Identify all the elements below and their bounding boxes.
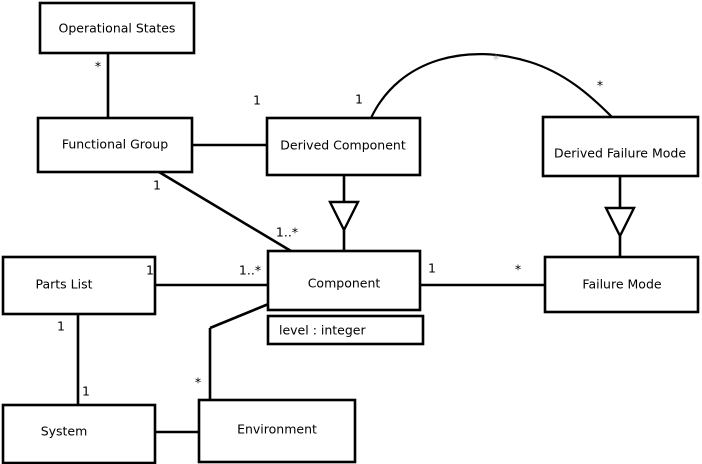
class-box-derived-failure-mode[interactable]: Derived Failure Mode [541, 115, 700, 178]
class-rect-derived-failure-mode [541, 115, 700, 178]
class-name-failure-mode: Failure Mode [582, 277, 661, 292]
class-box-environment[interactable]: Environment [197, 398, 357, 464]
multiplicity-functionalgroup-component-target: 1..* [276, 225, 298, 240]
multiplicity-opstates-star: * [95, 59, 101, 74]
class-attribute-compartment-component [266, 314, 425, 346]
multiplicity-component-failuremode-source: 1 [428, 261, 436, 276]
class-name-functional-group: Functional Group [62, 137, 168, 152]
class-name-system: System [41, 424, 88, 439]
multiplicity-derivedcomponent-arc: 1 [355, 92, 363, 107]
class-name-component: Component [308, 276, 381, 291]
multiplicity-partslist-system-top: 1 [57, 319, 65, 334]
multiplicity-partslist-component-source: 1 [146, 263, 154, 278]
class-name-derived-failure-mode: Derived Failure Mode [554, 146, 686, 161]
class-name-derived-component: Derived Component [280, 138, 406, 153]
class-box-derived-component[interactable]: Derived Component [265, 116, 422, 177]
class-name-parts-list: Parts List [35, 277, 92, 292]
class-box-functional-group[interactable]: Functional Group [36, 116, 194, 174]
multiplicity-component-failuremode-target: * [515, 262, 521, 277]
class-name-environment: Environment [237, 422, 317, 437]
generalization-arrowhead-failuremode [604, 206, 636, 239]
class-rect-failure-mode [543, 255, 700, 314]
class-box-operational-states[interactable]: Operational States [38, 1, 196, 55]
class-rect-functional-group [36, 116, 194, 174]
multiplicity-partslist-component-target: 1..* [239, 263, 261, 278]
multiplicity-arc-midpoint-star: * [493, 52, 499, 67]
class-rect-parts-list [1, 255, 157, 316]
class-rect-derived-component [265, 116, 422, 177]
class-box-system[interactable]: System [1, 403, 157, 464]
class-rect-system [1, 403, 157, 464]
multiplicity-environment-component-star: * [195, 375, 201, 390]
class-box-failure-mode[interactable]: Failure Mode [543, 255, 700, 314]
association-arc-derivedcomponent-derivedfailuremode [370, 53, 613, 119]
class-name-operational-states: Operational States [59, 21, 176, 36]
association-line-functionalgroup-component [158, 170, 292, 253]
class-rect-operational-states [38, 1, 196, 55]
multiplicity-functionalgroup-component-source: 1 [153, 178, 161, 193]
multiplicity-derivedfailuremode-arc: * [597, 78, 603, 93]
multiplicity-functionalgroup-derivedcomponent: 1 [253, 93, 261, 108]
class-box-parts-list[interactable]: Parts List [1, 255, 157, 316]
generalization-arrowhead-component [328, 200, 360, 233]
class-box-component[interactable]: Component level : integer [266, 249, 425, 346]
class-rect-component [266, 249, 422, 312]
association-line-environment-component [209, 301, 272, 330]
class-attribute-component-level: level : integer [279, 323, 366, 338]
class-rect-environment [197, 398, 357, 464]
multiplicity-partslist-system-bottom: 1 [82, 384, 90, 399]
